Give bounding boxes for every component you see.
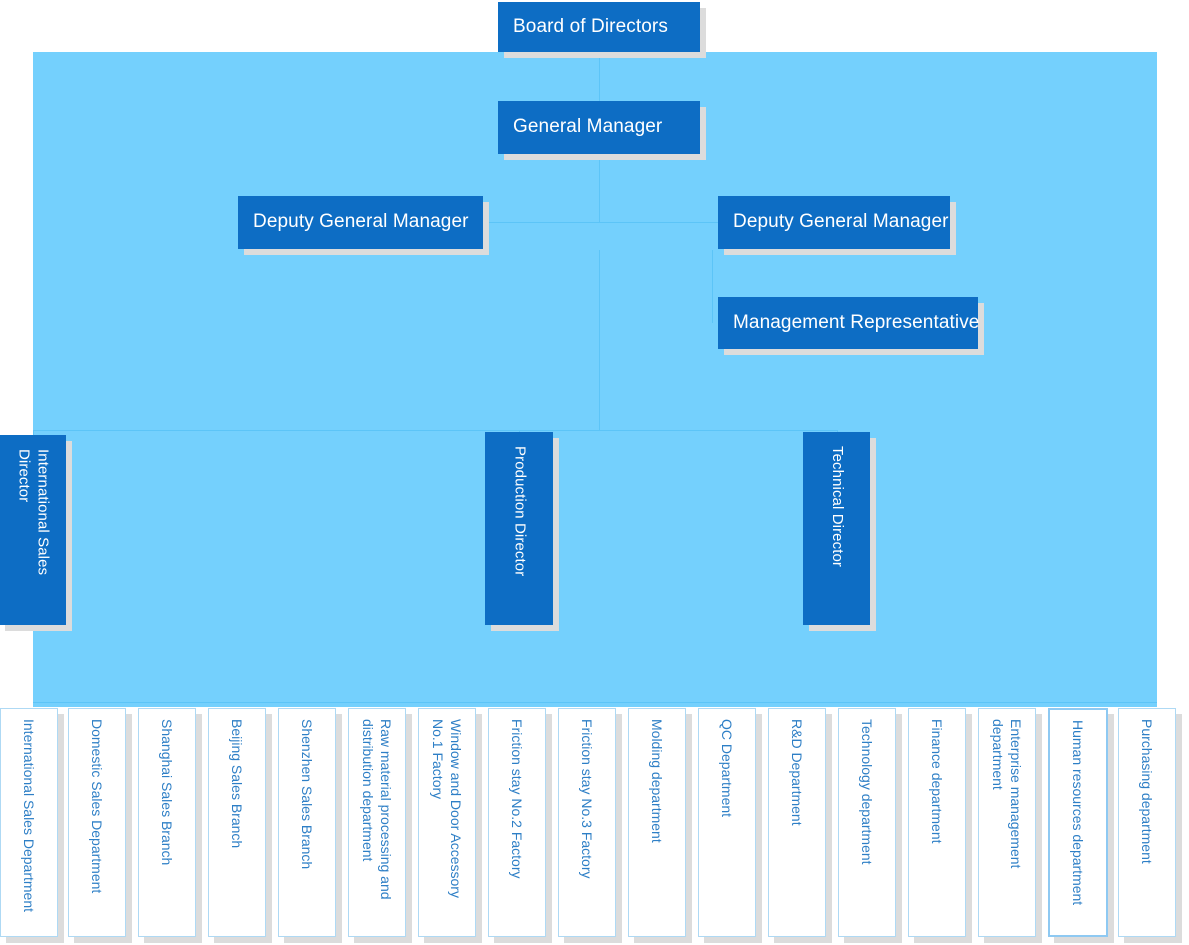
department-box-label: Domestic Sales Department <box>89 719 106 894</box>
connector-gm-down <box>599 154 600 222</box>
department-box[interactable]: Shenzhen Sales Branch <box>278 708 336 937</box>
department-box[interactable]: Human resources department <box>1048 708 1108 937</box>
box-production-director[interactable]: Production Director <box>485 432 553 625</box>
department-box[interactable]: R&D Department <box>768 708 826 937</box>
department-box-label: Shenzhen Sales Branch <box>299 719 316 870</box>
department-box-label: Human resources department <box>1070 720 1087 906</box>
department-box-label: Enterprise management department <box>990 719 1025 869</box>
department-box[interactable]: Domestic Sales Department <box>68 708 126 937</box>
box-deputy-general-manager-right-label: Deputy General Manager <box>733 211 949 233</box>
department-box-label: Technology department <box>859 719 876 865</box>
box-board-of-directors-label: Board of Directors <box>513 15 668 37</box>
connector-director-row <box>33 430 838 431</box>
box-board-of-directors[interactable]: Board of Directors <box>498 2 700 52</box>
box-management-representative[interactable]: Management Representative <box>718 297 980 349</box>
box-general-manager[interactable]: General Manager <box>498 101 700 154</box>
department-box-label: Window and Door Accessory No.1 Factory <box>430 719 465 898</box>
department-box-label: R&D Department <box>789 719 806 826</box>
connector-to-intl-sales-director <box>33 430 34 435</box>
box-deputy-general-manager-left[interactable]: Deputy General Manager <box>238 196 483 249</box>
connector-directors-drop <box>599 250 600 430</box>
box-technical-director-label: Technical Director <box>828 446 846 568</box>
department-box[interactable]: Molding department <box>628 708 686 937</box>
department-box-label: QC Department <box>719 719 736 818</box>
department-box[interactable]: Friction stay No.2 Factory <box>488 708 546 937</box>
department-box-label: Finance department <box>929 719 946 844</box>
department-box[interactable]: Technology department <box>838 708 896 937</box>
department-box-label: Beijing Sales Branch <box>229 719 246 849</box>
box-international-sales-director-label: International Sales Director <box>15 449 52 576</box>
connector-department-bus <box>33 702 1157 703</box>
department-box-label: International Sales Department <box>21 719 38 912</box>
box-general-manager-label: General Manager <box>513 116 663 138</box>
box-technical-director[interactable]: Technical Director <box>803 432 870 625</box>
department-box[interactable]: Enterprise management department <box>978 708 1036 937</box>
connector-deputy-row <box>360 222 838 223</box>
chart-backdrop-panel <box>33 52 1157 707</box>
department-box[interactable]: Shanghai Sales Branch <box>138 708 196 937</box>
box-deputy-general-manager-left-label: Deputy General Manager <box>253 211 469 233</box>
box-international-sales-director[interactable]: International Sales Director <box>0 435 66 625</box>
department-box-label: Shanghai Sales Branch <box>159 719 176 866</box>
department-box[interactable]: Friction stay No.3 Factory <box>558 708 616 937</box>
connector-board-to-gm <box>599 52 600 102</box>
box-production-director-label: Production Director <box>511 446 529 577</box>
connector-deputy-right-to-mgmt-rep <box>712 250 713 323</box>
department-box[interactable]: Finance department <box>908 708 966 937</box>
department-box-label: Molding department <box>649 719 666 843</box>
department-box-label: Raw material processing and distribution… <box>360 719 395 900</box>
department-box[interactable]: International Sales Department <box>0 708 58 937</box>
department-box[interactable]: Window and Door Accessory No.1 Factory <box>418 708 476 937</box>
department-box[interactable]: Purchasing department <box>1118 708 1176 937</box>
department-box[interactable]: Beijing Sales Branch <box>208 708 266 937</box>
department-box-label: Purchasing department <box>1139 719 1156 864</box>
department-box-label: Friction stay No.3 Factory <box>579 719 596 879</box>
box-deputy-general-manager-right[interactable]: Deputy General Manager <box>718 196 950 249</box>
department-box[interactable]: QC Department <box>698 708 756 937</box>
box-management-representative-label: Management Representative <box>733 311 980 333</box>
department-box-label: Friction stay No.2 Factory <box>509 719 526 879</box>
department-box[interactable]: Raw material processing and distribution… <box>348 708 406 937</box>
